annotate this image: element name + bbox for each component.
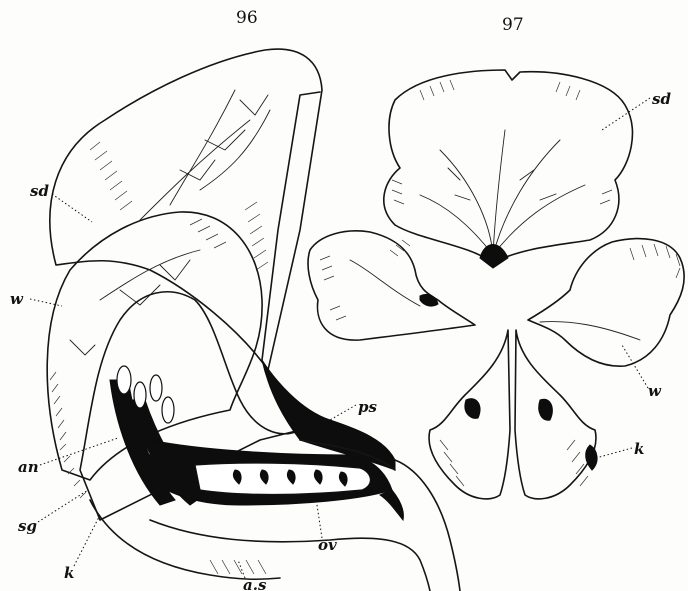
- fig97-keel-hatching: [440, 440, 588, 486]
- label-sd-96: sd: [30, 182, 49, 200]
- figure-number-96: 96: [236, 8, 258, 28]
- figure-96-drawing: [47, 49, 460, 591]
- label-an-96: an: [18, 458, 39, 476]
- label-w-96: w: [10, 290, 24, 308]
- label-k-96: k: [64, 564, 74, 582]
- fig96-standard-hatching: [90, 142, 268, 270]
- fig97-standard-veins: [420, 130, 585, 255]
- label-k-97: k: [634, 440, 644, 458]
- fig97-standard-base-mark: [480, 245, 508, 269]
- fig97-standard-petal: [384, 70, 633, 263]
- figure-number-97: 97: [502, 15, 524, 35]
- fig96-standard-veins: [140, 90, 270, 220]
- anther-1: [117, 366, 131, 394]
- fig97-wing-left: [308, 231, 475, 340]
- label-sd-97: sd: [652, 90, 671, 108]
- label-w-97: w: [648, 382, 662, 400]
- label-sg-96: sg: [18, 517, 37, 535]
- label-ov-96: ov: [318, 536, 337, 554]
- label-ps-96: ps: [358, 398, 377, 416]
- anther-3: [150, 375, 162, 401]
- anther-2: [134, 382, 146, 408]
- anther-4: [162, 397, 174, 423]
- label-as-96: a.s: [243, 576, 267, 591]
- fig97-labels: sd w k: [596, 90, 671, 458]
- fig97-wing-right: [528, 239, 684, 367]
- fig96-labels: sd w an sg k ps ov a.s: [10, 182, 377, 591]
